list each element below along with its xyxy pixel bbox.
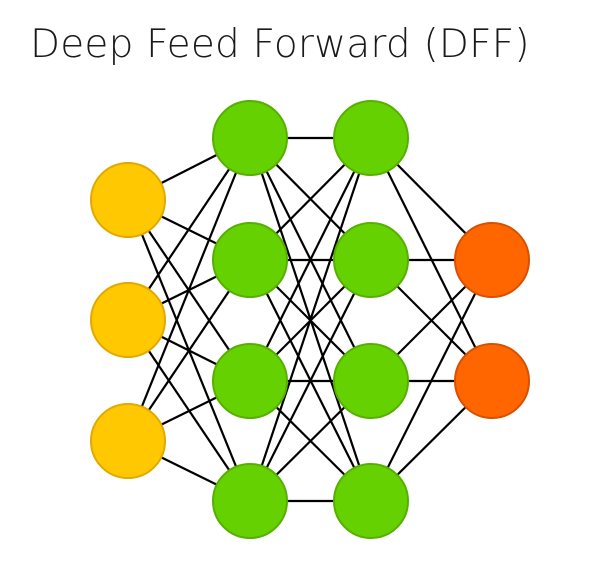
hidden-node-l2-2	[333, 343, 409, 419]
neurons	[90, 100, 530, 539]
hidden-node-l1-0	[212, 100, 288, 176]
diagram-title: Deep Feed Forward (DFF)	[30, 22, 530, 67]
hidden-node-l2-0	[333, 100, 409, 176]
output-node-l3-1	[454, 343, 530, 419]
edge-l0n2-l1n0	[126, 137, 252, 442]
connections	[126, 136, 493, 503]
input-node-l0-2	[90, 403, 166, 479]
hidden-node-l1-1	[212, 222, 288, 298]
input-node-l0-1	[90, 282, 166, 358]
hidden-node-l1-2	[212, 343, 288, 419]
hidden-node-l1-3	[212, 463, 288, 539]
edge-l1n3-l2n0	[248, 137, 373, 502]
edge-l2n3-l3n0	[370, 259, 493, 502]
hidden-node-l2-1	[333, 222, 409, 298]
edge-l1n2-l2n0	[249, 137, 372, 382]
hidden-node-l2-3	[333, 463, 409, 539]
edge-l1n3-l2n1	[249, 259, 372, 502]
output-node-l3-0	[454, 222, 530, 298]
input-node-l0-0	[90, 162, 166, 238]
